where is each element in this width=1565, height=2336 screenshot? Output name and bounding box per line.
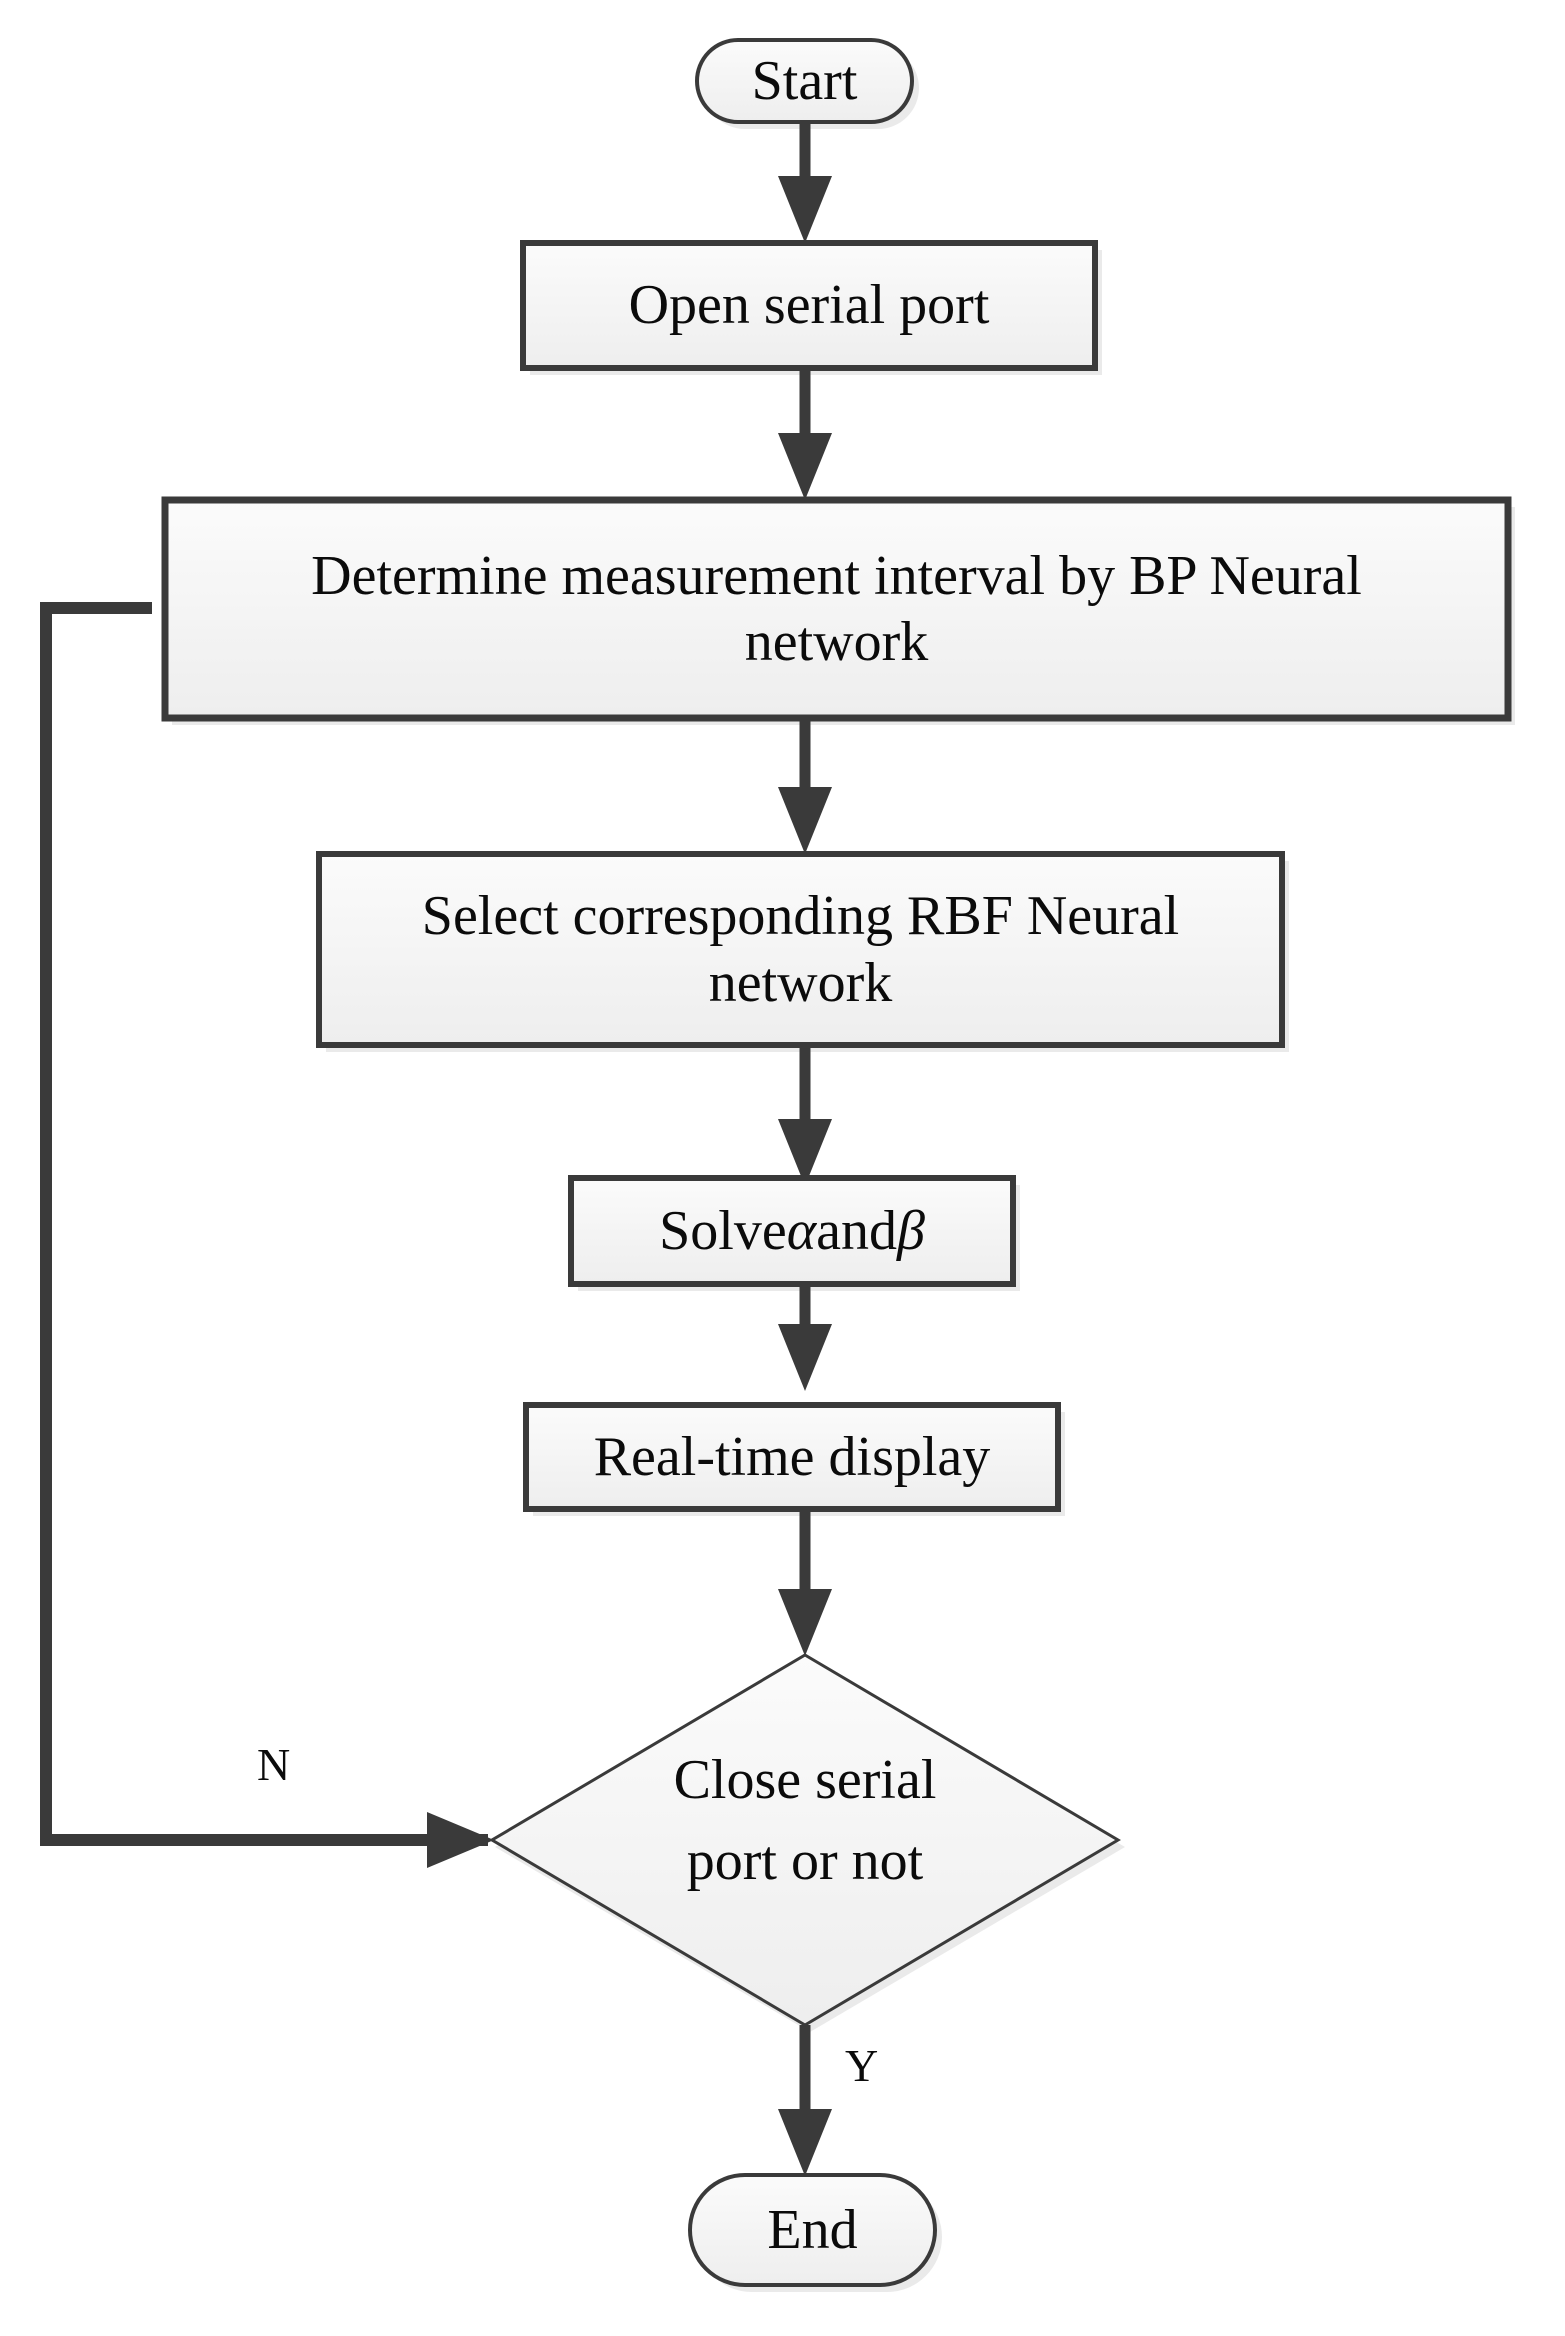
edge-label-no: N [257,1739,291,1790]
node-select-rbf-shape[interactable] [316,851,1285,1048]
node-open-serial-port-shape[interactable] [520,240,1098,371]
node-solve-shape[interactable] [568,1175,1016,1287]
node-end-shape[interactable] [688,2173,937,2287]
node-close-decision-shape[interactable] [489,1653,1121,2027]
node-start-shape[interactable] [695,38,914,124]
node-realtime-display-shape[interactable] [523,1402,1061,1512]
node-shapes [161,38,1512,2287]
edge-label-yes: Y [845,2040,879,2091]
node-determine-interval-shape[interactable] [161,496,1512,722]
connector-arrowheads [427,176,832,2176]
